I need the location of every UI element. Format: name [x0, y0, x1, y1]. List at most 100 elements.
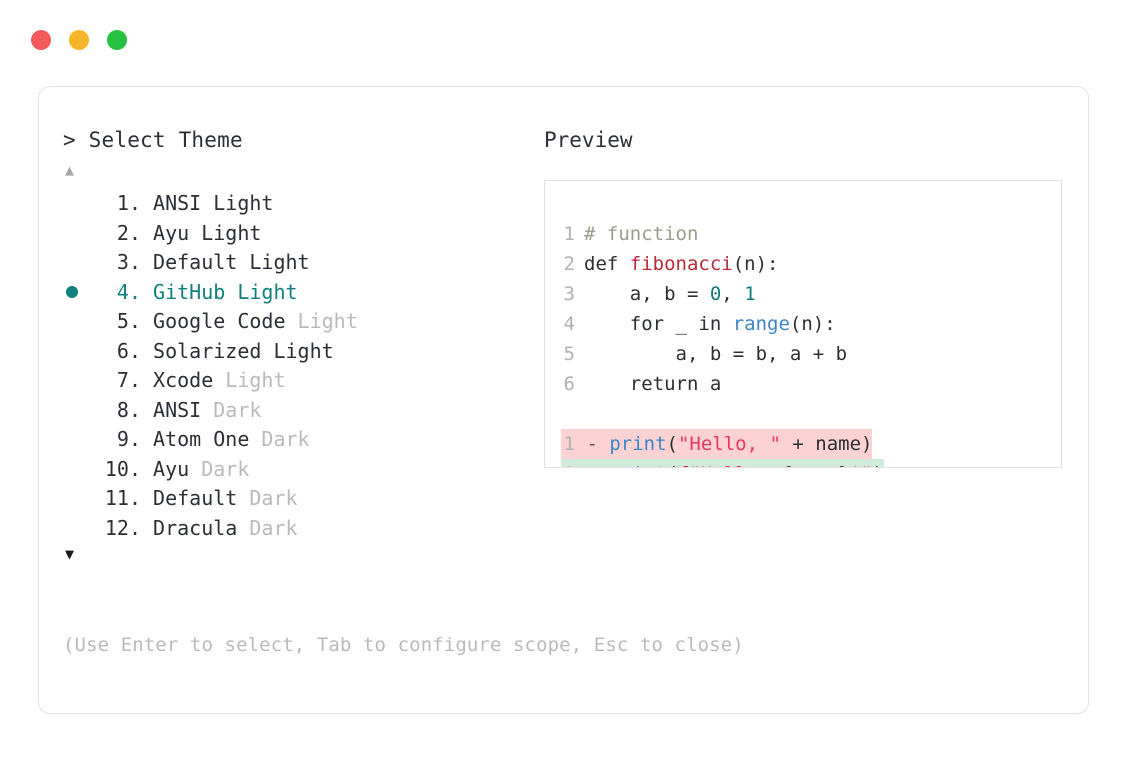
theme-list: 1. ANSI Light 2. Ayu Light 3. Default Li…	[63, 189, 533, 543]
window-titlebar	[31, 30, 127, 50]
code-token: 0	[709, 283, 722, 305]
code-token: range	[732, 313, 790, 335]
theme-list-item[interactable]: 12. Dracula Dark	[63, 514, 533, 544]
theme-item-index: 10.	[104, 456, 141, 481]
code-token: a, b =	[584, 283, 710, 305]
theme-item-name: Google Code	[141, 309, 286, 333]
code-token: for _ in	[584, 313, 733, 335]
theme-item-index: 6.	[104, 338, 141, 363]
theme-item-name: Default	[141, 486, 238, 510]
code-line: 2 def fibonacci(n):	[545, 249, 1061, 279]
code-line-number: 2	[563, 253, 575, 275]
diff-line-number: 1	[561, 459, 575, 467]
theme-item-name: Xcode	[141, 368, 214, 392]
theme-item-name: ANSI Light	[141, 191, 274, 215]
scroll-up-arrow-icon[interactable]: ▲	[65, 161, 75, 179]
theme-item-index: 8.	[104, 397, 141, 422]
theme-item-name: Dracula	[141, 515, 238, 540]
diff-sign: +	[575, 463, 609, 467]
code-line: 1 # function	[545, 219, 1061, 249]
theme-item-name: GitHub Light	[141, 279, 298, 304]
code-line: 3 a, b = 0, 1	[545, 279, 1061, 309]
theme-item-index: 5.	[104, 309, 141, 333]
code-token: def	[584, 253, 630, 275]
code-token: (n):	[732, 253, 779, 275]
theme-item-index: 12.	[104, 515, 141, 540]
code-token: {name}	[781, 463, 850, 467]
code-token: ,	[721, 283, 745, 305]
code-line-number: 4	[563, 313, 575, 335]
theme-selector-panel: > Select Theme ▲ 1. ANSI Light 2. Ayu Li…	[38, 86, 1089, 714]
diff-line-number: 1	[563, 433, 575, 455]
theme-item-name: Ayu	[141, 456, 190, 481]
code-line: 4 for _ in range(n):	[545, 309, 1061, 339]
code-token: # function	[584, 223, 699, 245]
theme-item-name: Solarized Light	[141, 338, 334, 363]
theme-list-item[interactable]: 11. Default Dark	[63, 484, 533, 514]
preview-label: Preview	[544, 128, 633, 152]
code-token: 1	[744, 283, 756, 305]
code-token: print	[609, 433, 667, 455]
theme-list-item[interactable]: 2. Ayu Light	[63, 219, 533, 249]
scroll-down-arrow-icon[interactable]: ▼	[65, 545, 75, 563]
code-token: fibonacci	[629, 253, 733, 275]
diff-row: 1 + print(f"Hello, {name}!")	[561, 459, 1061, 467]
diff-row: 1 - print("Hello, " + name)	[561, 429, 1061, 459]
code-token: )	[872, 463, 883, 467]
theme-list-item[interactable]: 7. Xcode Light	[63, 366, 533, 396]
code-line-number: 5	[563, 343, 575, 365]
code-line-number: 6	[563, 373, 575, 395]
window-close-button[interactable]	[31, 30, 51, 50]
theme-item-variant: Dark	[249, 427, 310, 451]
diff-lines: 1 - print("Hello, " + name)1 + print(f"H…	[545, 429, 1061, 467]
theme-item-index: 7.	[104, 368, 141, 392]
code-token: "Hello,	[689, 463, 781, 467]
theme-item-index: 9.	[104, 427, 141, 451]
theme-list-item[interactable]: 8. ANSI Dark	[63, 396, 533, 426]
theme-item-index: 11.	[104, 486, 141, 510]
theme-list-item[interactable]: 5. Google Code Light	[63, 307, 533, 337]
theme-item-name: Ayu Light	[141, 220, 262, 245]
theme-item-variant: Dark	[237, 515, 298, 540]
page-title: > Select Theme	[63, 128, 243, 152]
theme-list-item[interactable]: 10. Ayu Dark	[63, 455, 533, 485]
theme-item-variant: Light	[213, 368, 286, 392]
keyboard-hint-text: (Use Enter to select, Tab to configure s…	[63, 634, 744, 656]
code-token: "Hello, "	[677, 433, 781, 455]
theme-item-name: Atom One	[141, 427, 250, 451]
theme-list-item[interactable]: 9. Atom One Dark	[63, 425, 533, 455]
code-token: (	[667, 463, 678, 467]
theme-item-variant: Dark	[189, 456, 250, 481]
theme-item-name: Default Light	[141, 250, 310, 274]
theme-list-column: > Select Theme ▲ 1. ANSI Light 2. Ayu Li…	[63, 127, 533, 565]
theme-list-item[interactable]: 4. GitHub Light	[63, 278, 533, 308]
code-token: print	[609, 463, 666, 467]
code-blank-line	[545, 399, 1061, 429]
code-token: + name)	[780, 433, 873, 455]
theme-item-variant: Dark	[237, 486, 298, 510]
diff-removed-line: 1 - print("Hello, " + name)	[561, 429, 873, 459]
code-token: return a	[584, 373, 722, 395]
theme-item-index: 3.	[104, 250, 141, 274]
code-token: a, b = b, a + b	[584, 343, 848, 365]
theme-item-index: 1.	[104, 191, 141, 215]
code-token: (n):	[789, 313, 836, 335]
theme-item-variant: Light	[285, 309, 358, 333]
theme-item-name: ANSI	[141, 397, 202, 422]
code-line: 6 return a	[545, 369, 1061, 399]
code-token: !"	[850, 463, 873, 467]
diff-added-line: 1 + print(f"Hello, {name}!")	[561, 459, 884, 467]
theme-item-variant: Dark	[201, 397, 262, 422]
window-minimize-button[interactable]	[69, 30, 89, 50]
code-token: (	[666, 433, 678, 455]
theme-list-item[interactable]: 3. Default Light	[63, 248, 533, 278]
theme-list-item[interactable]: 1. ANSI Light	[63, 189, 533, 219]
code-line: 5 a, b = b, a + b	[545, 339, 1061, 369]
theme-item-index: 4.	[104, 279, 141, 304]
code-line-number: 1	[563, 223, 575, 245]
theme-item-index: 2.	[104, 220, 141, 245]
theme-list-item[interactable]: 6. Solarized Light	[63, 337, 533, 367]
code-token: f	[678, 463, 689, 467]
window-maximize-button[interactable]	[107, 30, 127, 50]
